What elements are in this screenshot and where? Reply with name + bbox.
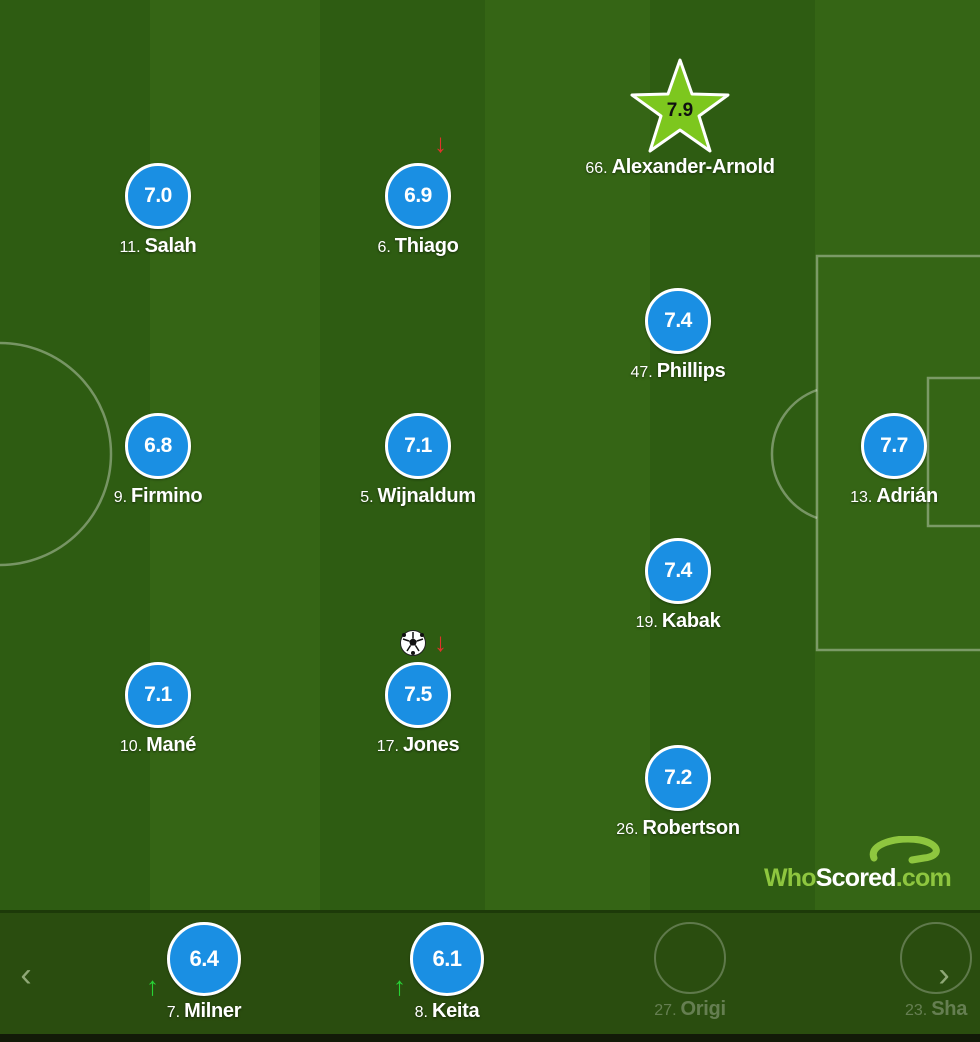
player-rating: 7.4 <box>645 288 711 354</box>
player-number: 47. <box>630 364 653 381</box>
player-phillips[interactable]: 7.4 47.Phillips <box>558 288 798 384</box>
player-alexander-arnold[interactable]: 66.Alexander-Arnold <box>560 150 800 180</box>
empty-rating-ring <box>654 922 726 994</box>
pitch: 7.9 66.Alexander-Arnold 7.0 11.Salah ↓ 6… <box>0 0 980 910</box>
player-rating: 7.4 <box>645 538 711 604</box>
player-number: 5. <box>360 489 374 506</box>
brand-dotcom: .com <box>895 864 952 892</box>
player-rating: 6.9 <box>385 163 451 229</box>
football-icon <box>400 630 426 656</box>
player-rating: 7.0 <box>125 163 191 229</box>
player-label: 17.Jones <box>298 734 538 758</box>
player-number: 26. <box>616 821 639 838</box>
player-robertson[interactable]: 7.2 26.Robertson <box>558 745 798 841</box>
player-name: Sha <box>931 998 968 1020</box>
player-label: 10.Mané <box>38 734 278 758</box>
substitutes-bench <box>0 910 980 1042</box>
player-jones[interactable]: 7.5 17.Jones <box>298 662 538 758</box>
player-number: 27. <box>654 1002 677 1019</box>
player-name: Kabak <box>661 610 721 632</box>
arrow-down-icon: ↓ <box>434 128 447 158</box>
player-label: 8.Keita <box>347 1000 547 1024</box>
player-name: Origi <box>680 998 726 1020</box>
player-number: 8. <box>414 1004 428 1021</box>
player-label: 7.Milner <box>104 1000 304 1024</box>
player-name: Wijnaldum <box>377 485 477 507</box>
bench-player-keita[interactable]: 6.1 8.Keita <box>347 922 547 1024</box>
whoscored-logo: WhoScored.com <box>764 864 952 893</box>
player-number: 66. <box>585 160 608 177</box>
player-number: 17. <box>376 738 399 755</box>
player-label: 9.Firmino <box>38 485 278 509</box>
player-kabak[interactable]: 7.4 19.Kabak <box>558 538 798 634</box>
player-rating: 7.5 <box>385 662 451 728</box>
player-name: Adrián <box>876 485 938 507</box>
motm-star[interactable]: 7.9 <box>630 58 730 158</box>
player-name: Alexander-Arnold <box>611 156 775 178</box>
player-number: 23. <box>904 1002 928 1019</box>
player-rating: 7.1 <box>125 662 191 728</box>
player-label: 47.Phillips <box>558 360 798 384</box>
player-label: 66.Alexander-Arnold <box>560 156 800 180</box>
player-label: 23.Sha <box>836 998 980 1022</box>
player-label: 11.Salah <box>38 235 278 259</box>
question-mark-logo-icon <box>869 836 940 864</box>
player-label: 19.Kabak <box>558 610 798 634</box>
player-number: 9. <box>113 489 128 506</box>
player-label: 13.Adrián <box>774 485 980 509</box>
bench-player-milner[interactable]: 6.4 7.Milner <box>104 922 304 1024</box>
player-label: 6.Thiago <box>298 235 538 259</box>
player-rating: 7.9 <box>666 100 694 121</box>
player-name: Phillips <box>656 360 726 382</box>
star-icon <box>630 58 730 153</box>
arrow-up-icon: ↑ <box>393 971 406 1001</box>
player-rating: 6.1 <box>410 922 484 996</box>
player-number: 6. <box>377 239 391 256</box>
brand-who: Who <box>764 864 817 892</box>
arrow-up-icon: ↑ <box>146 971 159 1001</box>
player-thiago[interactable]: 6.9 6.Thiago <box>298 163 538 259</box>
player-rating: 7.1 <box>385 413 451 479</box>
arrow-down-icon: ↓ <box>434 627 447 657</box>
player-rating: 7.2 <box>645 745 711 811</box>
player-name: Mané <box>146 734 197 756</box>
player-mane[interactable]: 7.1 10.Mané <box>38 662 278 758</box>
player-rating: 6.4 <box>167 922 241 996</box>
player-label: 26.Robertson <box>558 817 798 841</box>
empty-rating-ring <box>900 922 972 994</box>
player-number: 19. <box>635 614 658 631</box>
player-label: 27.Origi <box>590 998 790 1022</box>
bench-bottom-bar <box>0 1034 980 1042</box>
bench-player-sha[interactable]: 23.Sha <box>836 922 980 1022</box>
player-name: Firmino <box>131 485 203 507</box>
player-salah[interactable]: 7.0 11.Salah <box>38 163 278 259</box>
bench-player-origi[interactable]: 27.Origi <box>590 922 790 1022</box>
pitch-markings <box>0 254 980 652</box>
brand-scored: Scored <box>815 864 897 892</box>
player-name: Milner <box>184 1000 242 1022</box>
player-name: Keita <box>431 1000 480 1022</box>
player-number: 13. <box>850 489 873 506</box>
player-number: 7. <box>166 1004 181 1021</box>
player-rating: 6.8 <box>125 413 191 479</box>
player-name: Robertson <box>642 817 740 839</box>
player-wijnaldum[interactable]: 7.1 5.Wijnaldum <box>298 413 538 509</box>
player-number: 11. <box>119 239 141 256</box>
player-label: 5.Wijnaldum <box>298 485 538 509</box>
player-number: 10. <box>119 738 143 755</box>
player-firmino[interactable]: 6.8 9.Firmino <box>38 413 278 509</box>
player-name: Jones <box>402 734 460 756</box>
bench-prev-button[interactable]: ‹ <box>20 956 32 994</box>
player-name: Thiago <box>394 235 459 257</box>
player-name: Salah <box>144 235 197 257</box>
player-adrian[interactable]: 7.7 13.Adrián <box>774 413 980 509</box>
player-rating: 7.7 <box>861 413 927 479</box>
